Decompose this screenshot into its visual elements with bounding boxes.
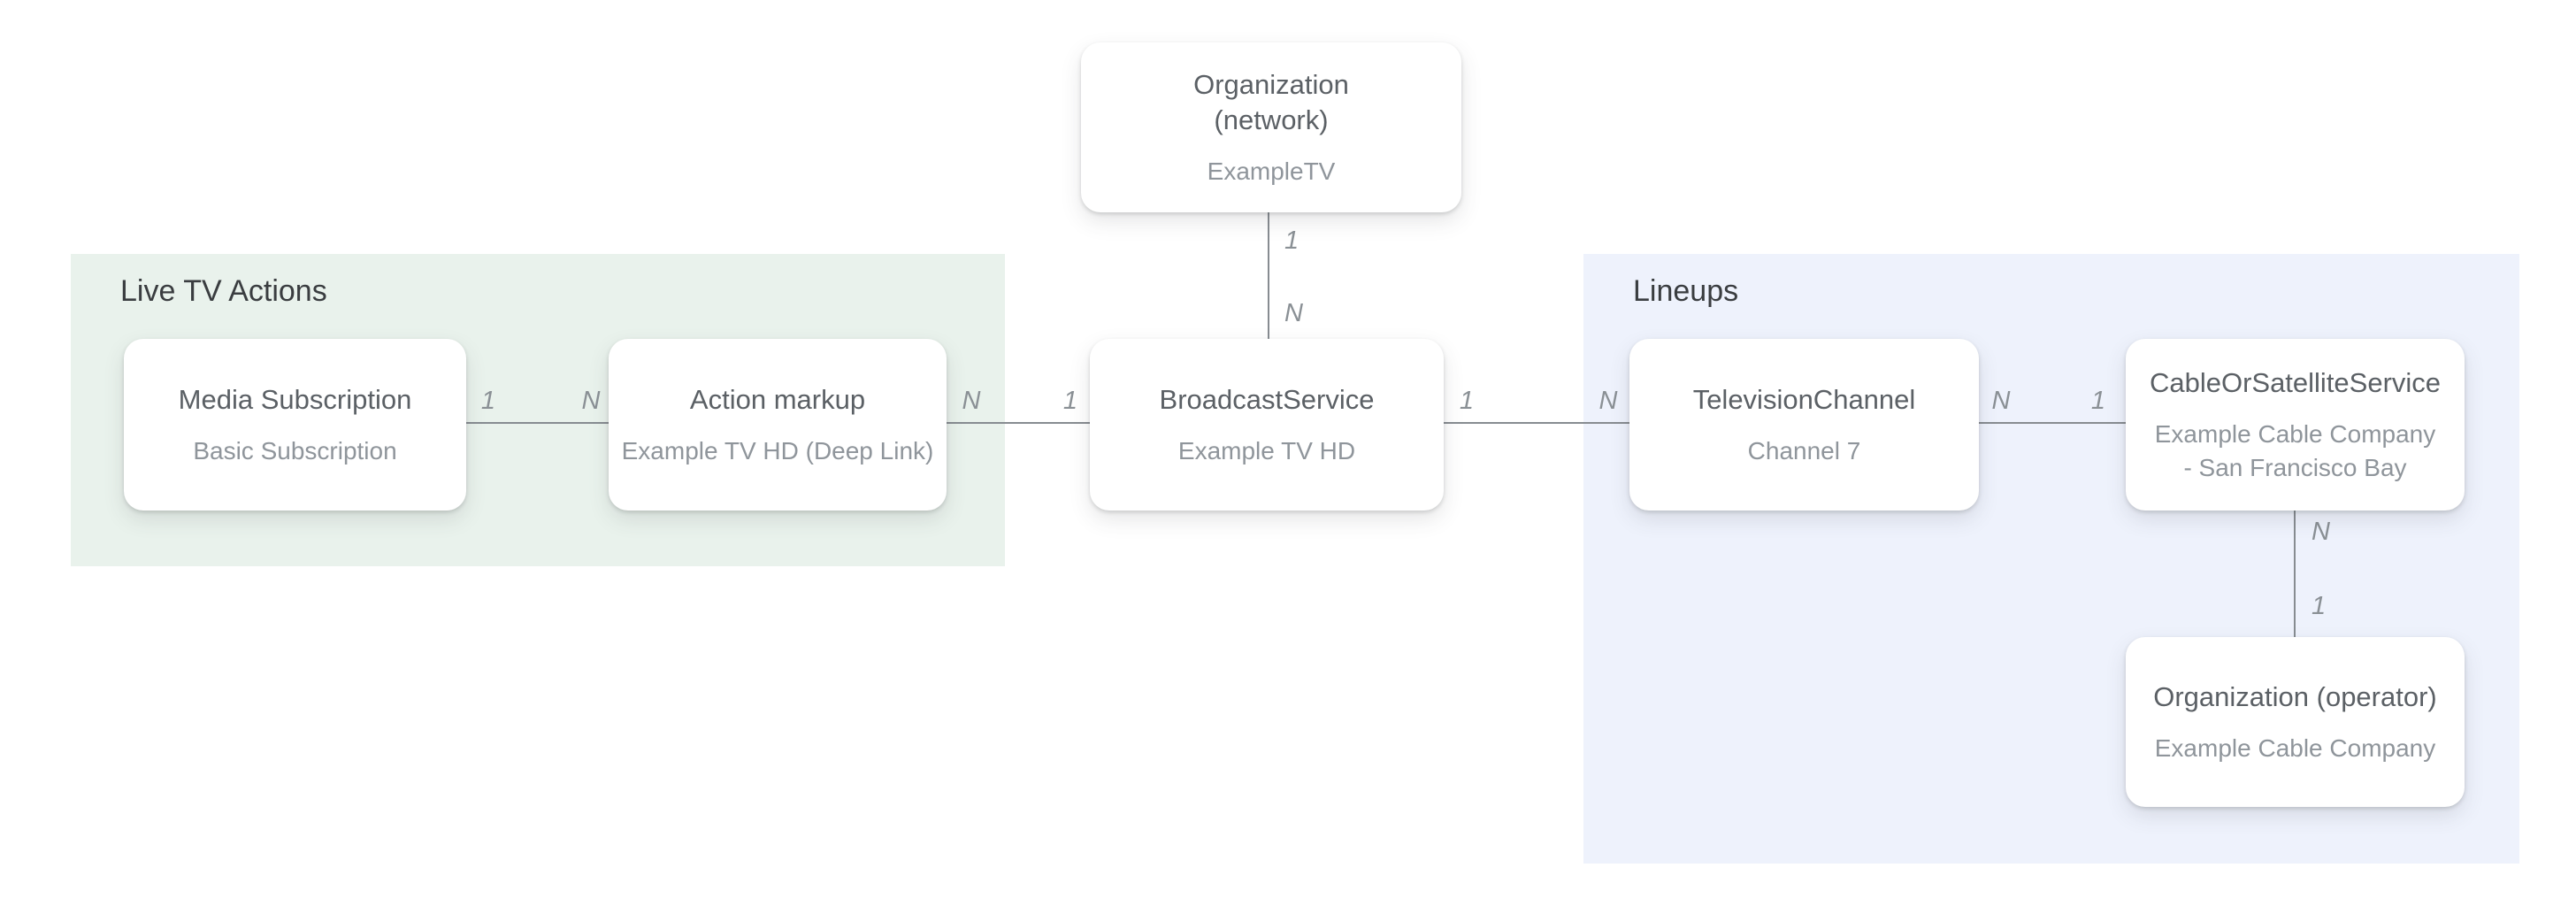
node-title: TelevisionChannel (1692, 383, 1916, 415)
edge-broadcast-to-channel-line (1444, 422, 1629, 424)
node-subtitle: ExampleTV (1207, 157, 1336, 185)
cardinality-channel-to-cable-start: N (1991, 387, 2011, 415)
node-media-subscription: Media Subscription Basic Subscription (124, 339, 466, 511)
cardinality-subscription-to-action-end: N (581, 387, 601, 415)
node-title: BroadcastService (1159, 383, 1375, 415)
cardinality-cable-to-operator-end: 1 (2312, 592, 2327, 620)
node-action-markup: Action markup Example TV HD (Deep Link) (609, 339, 947, 511)
node-title: Organization (network) (1193, 67, 1349, 138)
node-television-channel: TelevisionChannel Channel 7 (1629, 339, 1979, 511)
node-organization-operator: Organization (operator) Example Cable Co… (2126, 637, 2465, 807)
node-subtitle: Basic Subscription (193, 436, 397, 465)
cardinality-action-to-broadcast-start: N (962, 387, 981, 415)
cardinality-subscription-to-action-start: 1 (480, 387, 496, 415)
node-subtitle: Example TV HD (1177, 436, 1356, 465)
group-title-live-tv-actions: Live TV Actions (120, 274, 327, 308)
node-title-line-2: (network) (1214, 104, 1329, 135)
edge-action-to-broadcast-line (947, 422, 1090, 424)
node-title: Organization (operator) (2153, 680, 2437, 712)
edge-cable-to-operator-line (2294, 511, 2296, 637)
edge-subscription-to-action-line (466, 422, 609, 424)
cardinality-broadcast-to-channel-start: 1 (1459, 387, 1475, 415)
cardinality-network-to-broadcast-start: 1 (1284, 226, 1300, 255)
edge-channel-to-cable-line (1979, 422, 2126, 424)
node-title: Media Subscription (178, 383, 412, 415)
node-subtitle: Example Cable Company - San Francisco Ba… (2154, 419, 2436, 481)
node-cable-or-satellite-service: CableOrSatelliteService Example Cable Co… (2126, 339, 2465, 511)
cardinality-broadcast-to-channel-end: N (1598, 387, 1618, 415)
cardinality-action-to-broadcast-end: 1 (1062, 387, 1078, 415)
node-subtitle: Channel 7 (1747, 436, 1861, 465)
cardinality-channel-to-cable-end: 1 (2090, 387, 2106, 415)
cardinality-network-to-broadcast-end: N (1284, 299, 1303, 327)
node-title-line-1: Organization (1193, 68, 1349, 100)
node-broadcast-service: BroadcastService Example TV HD (1090, 339, 1444, 511)
node-title: CableOrSatelliteService (2149, 366, 2442, 398)
node-subtitle: Example TV HD (Deep Link) (621, 436, 934, 465)
node-subtitle: Example Cable Company (2154, 733, 2436, 762)
edge-network-to-broadcast-line (1268, 212, 1269, 339)
node-title: Action markup (689, 383, 866, 415)
node-organization-network: Organization (network) ExampleTV (1081, 42, 1461, 212)
group-title-lineups: Lineups (1633, 274, 1739, 308)
cardinality-cable-to-operator-start: N (2312, 518, 2330, 546)
